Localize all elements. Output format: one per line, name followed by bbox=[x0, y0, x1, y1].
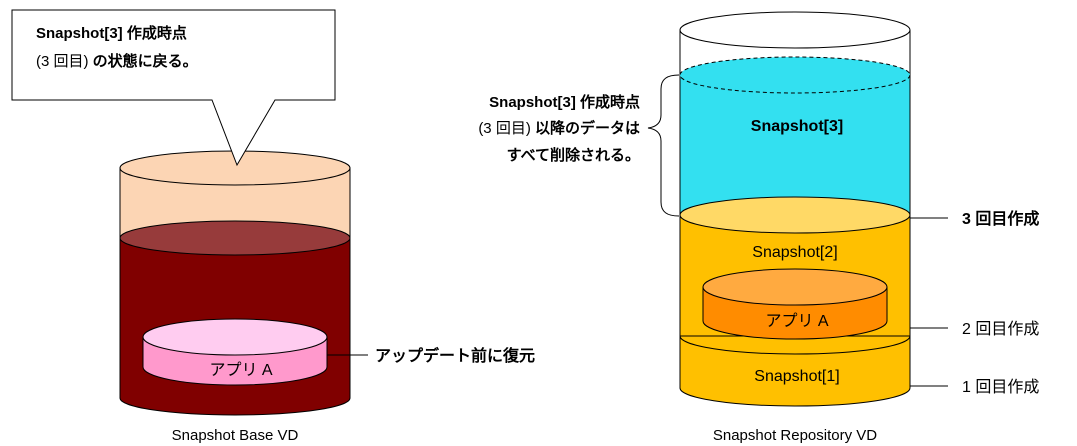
brace-note-line-2: (3 回目) 以降のデータは bbox=[478, 119, 640, 137]
base-app-disc-top bbox=[142, 318, 328, 356]
repo-snapshot1-label: Snapshot[1] bbox=[754, 368, 839, 385]
repo-top-face bbox=[679, 11, 911, 49]
deletion-brace bbox=[647, 74, 680, 217]
repo-snapshot3-top-dashed bbox=[679, 56, 911, 94]
base-app-label: アプリ A bbox=[209, 361, 272, 379]
callout-line-1: Snapshot[3] 作成時点 bbox=[36, 24, 187, 42]
base-vd-caption: Snapshot Base VD bbox=[172, 427, 299, 444]
callout-line-2: (3 回目) の状態に戻る。 bbox=[36, 52, 198, 70]
base-vd-data-level bbox=[119, 220, 351, 256]
brace-note-line-2-text: 以降のデータは bbox=[531, 119, 640, 137]
repo-snapshot3-label: Snapshot[3] bbox=[751, 118, 843, 135]
base-vd-cylinder: アプリ A bbox=[119, 150, 351, 416]
repository-vd-cylinder: Snapshot[3] Snapshot[2] アプリ A Snapshot[1… bbox=[679, 11, 911, 407]
app-restore-note: アップデート前に復元 bbox=[375, 346, 535, 365]
callout-line-2-text: の状態に戻る。 bbox=[89, 52, 198, 70]
repo-app-disc-top bbox=[702, 268, 888, 306]
repo-snapshot2-label: Snapshot[2] bbox=[752, 244, 837, 261]
repo-snapshot1-boundary bbox=[679, 335, 911, 355]
repo-app-label: アプリ A bbox=[765, 312, 828, 330]
callout-box bbox=[11, 9, 336, 167]
callout-line-2-count: (3 回目) bbox=[36, 53, 89, 70]
marker-1-label: 1 回目作成 bbox=[962, 378, 1039, 396]
brace-note-line-1: Snapshot[3] 作成時点 bbox=[489, 93, 640, 111]
repository-vd-caption: Snapshot Repository VD bbox=[713, 427, 877, 444]
marker-2-label: 2 回目作成 bbox=[962, 320, 1039, 338]
brace-note-line-2-count: (3 回目) bbox=[478, 120, 531, 137]
marker-3-label: 3 回目作成 bbox=[962, 209, 1039, 228]
repo-snapshot2-top-face bbox=[679, 196, 911, 234]
brace-note-line-3: すべて削除される。 bbox=[507, 146, 640, 164]
repo-snapshot1-section bbox=[679, 335, 911, 407]
